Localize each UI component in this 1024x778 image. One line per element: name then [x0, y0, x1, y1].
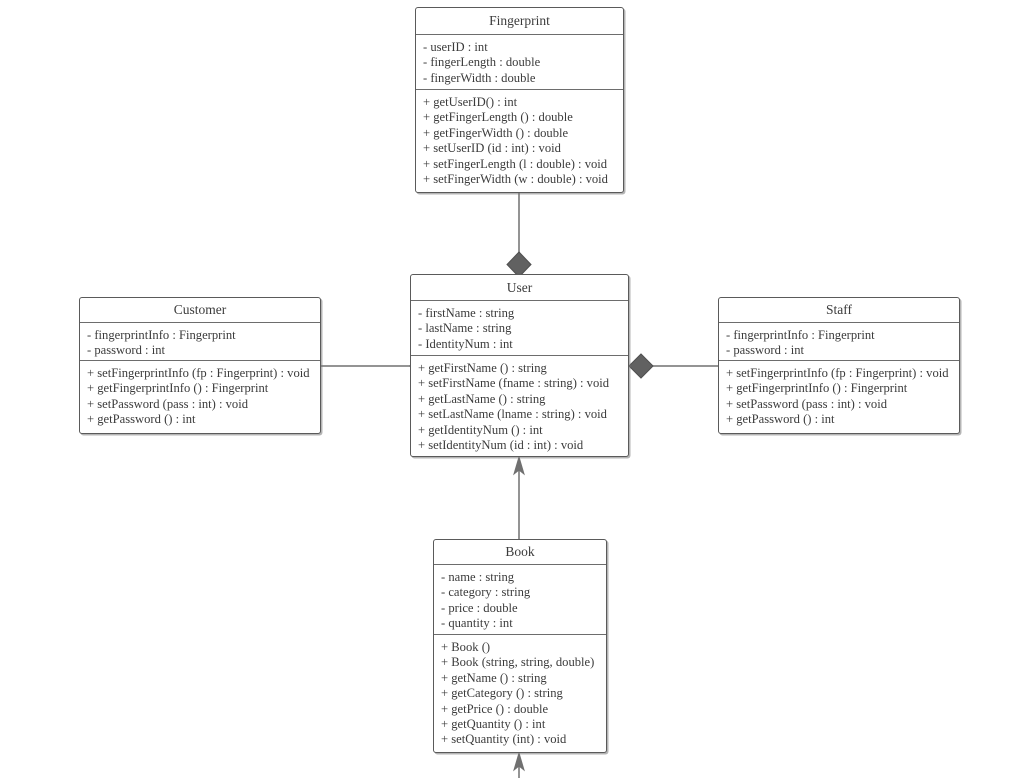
attribute-row: - quantity : int: [441, 616, 513, 631]
attribute-row: - password : int: [87, 343, 166, 358]
class-box-user[interactable]: User - firstName : string - lastName : s…: [410, 274, 629, 457]
connector-fingerprint-user: [506, 193, 532, 278]
attribute-row: - fingerWidth : double: [423, 70, 536, 85]
attribute-row: - fingerprintInfo : Fingerprint: [726, 328, 875, 342]
method-row: + setFingerprintInfo (fp : Fingerprint) …: [726, 366, 949, 380]
attribute-row: - fingerLength : double: [423, 55, 541, 70]
method-row: + setIdentityNum (id : int) : void: [418, 438, 584, 453]
attribute-row: - userID : int: [423, 40, 488, 54]
attribute-row: - price : double: [441, 600, 518, 615]
method-row: + getPassword () : int: [726, 412, 835, 427]
attribute-row: - category : string: [441, 585, 531, 600]
class-name-user: User: [411, 275, 628, 301]
attributes-compartment-book: - name : string - category : string - pr…: [434, 565, 606, 635]
attribute-row: - fingerprintInfo : Fingerprint: [87, 328, 236, 342]
class-name-fingerprint: Fingerprint: [416, 8, 623, 35]
methods-compartment-customer: + setFingerprintInfo (fp : Fingerprint) …: [80, 361, 320, 433]
attributes-compartment-customer: - fingerprintInfo : Fingerprint - passwo…: [80, 323, 320, 361]
class-box-book[interactable]: Book - name : string - category : string…: [433, 539, 607, 753]
method-row: + setUserID (id : int) : void: [423, 141, 561, 156]
attributes-compartment-staff: - fingerprintInfo : Fingerprint - passwo…: [719, 323, 959, 361]
solid-arrow-icon: [513, 455, 525, 476]
attribute-row: - firstName : string: [418, 306, 515, 320]
filled-diamond-icon: [628, 353, 654, 379]
connector-offscreen-book: [513, 751, 525, 778]
method-row: + getPassword () : int: [87, 412, 196, 427]
method-row: + setFingerWidth (w : double) : void: [423, 172, 608, 187]
method-row: + getName () : string: [441, 670, 547, 685]
method-row: + getFingerprintInfo () : Fingerprint: [726, 381, 908, 396]
method-row: + setFirstName (fname : string) : void: [418, 376, 610, 391]
method-row: + Book (): [441, 640, 491, 654]
methods-compartment-staff: + setFingerprintInfo (fp : Fingerprint) …: [719, 361, 959, 433]
connector-book-user: [513, 455, 525, 539]
methods-compartment-user: + getFirstName () : string + setFirstNam…: [411, 356, 628, 458]
class-name-customer: Customer: [80, 298, 320, 323]
class-box-fingerprint[interactable]: Fingerprint - userID : int - fingerLengt…: [415, 7, 624, 193]
methods-compartment-fingerprint: + getUserID() : int + getFingerLength ()…: [416, 90, 623, 192]
attribute-row: - IdentityNum : int: [418, 336, 513, 351]
method-row: + getQuantity () : int: [441, 717, 546, 732]
method-row: + getIdentityNum () : int: [418, 422, 543, 437]
class-name-book: Book: [434, 540, 606, 565]
attribute-row: - name : string: [441, 570, 515, 584]
method-row: + getFingerprintInfo () : Fingerprint: [87, 381, 269, 396]
method-row: + setFingerLength (l : double) : void: [423, 156, 608, 171]
method-row: + getFingerLength () : double: [423, 110, 573, 125]
method-row: + Book (string, string, double): [441, 655, 595, 670]
method-row: + getFingerWidth () : double: [423, 125, 569, 140]
method-row: + getCategory () : string: [441, 686, 563, 701]
method-row: + getUserID() : int: [423, 95, 518, 109]
method-row: + setFingerprintInfo (fp : Fingerprint) …: [87, 366, 310, 380]
class-name-staff: Staff: [719, 298, 959, 323]
method-row: + setPassword (pass : int) : void: [87, 396, 249, 411]
class-box-staff[interactable]: Staff - fingerprintInfo : Fingerprint - …: [718, 297, 960, 434]
methods-compartment-book: + Book () + Book (string, string, double…: [434, 635, 606, 753]
method-row: + setPassword (pass : int) : void: [726, 396, 888, 411]
attributes-compartment-fingerprint: - userID : int - fingerLength : double -…: [416, 35, 623, 90]
method-row: + setQuantity (int) : void: [441, 732, 567, 747]
method-row: + getLastName () : string: [418, 391, 546, 406]
attribute-row: - password : int: [726, 343, 805, 358]
method-row: + setLastName (lname : string) : void: [418, 407, 607, 422]
solid-arrow-icon: [513, 751, 525, 772]
class-box-customer[interactable]: Customer - fingerprintInfo : Fingerprint…: [79, 297, 321, 434]
attributes-compartment-user: - firstName : string - lastName : string…: [411, 301, 628, 356]
attribute-row: - lastName : string: [418, 321, 512, 336]
method-row: + getPrice () : double: [441, 701, 549, 716]
method-row: + getFirstName () : string: [418, 361, 547, 375]
